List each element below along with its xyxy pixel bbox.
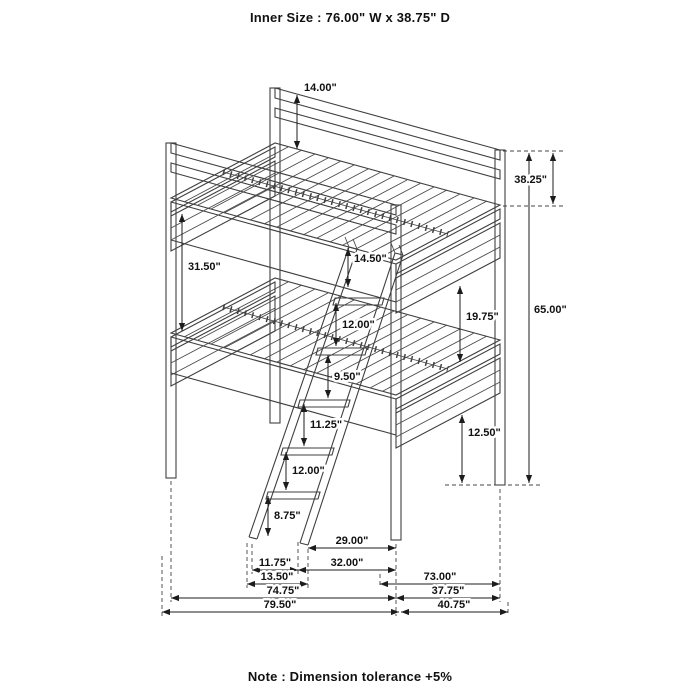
dim-ladder-span: 32.00" (331, 557, 364, 569)
dim-ladder-step-4: 12.00" (292, 465, 325, 477)
inner-size-title: Inner Size : 76.00" W x 38.75" D (249, 10, 451, 25)
dim-length-inner: 73.00" (424, 571, 457, 583)
dim-length-frame: 74.75" (267, 585, 300, 597)
upper-bunk-rails (170, 146, 501, 314)
dim-bunk-clearance-right: 19.75" (466, 311, 499, 323)
upper-bunk-deck (169, 142, 502, 261)
dim-top-bunk-depth: 38.25" (514, 174, 547, 186)
tolerance-note: Note : Dimension tolerance +5% (247, 669, 453, 684)
dim-upper-rail-height: 14.50" (354, 253, 387, 265)
dim-ladder-step-5: 8.75" (274, 510, 301, 522)
post-back-left (269, 87, 281, 424)
dim-ladder-width: 11.75" (259, 557, 291, 569)
dimension-lines (162, 95, 557, 616)
ladder-rung (315, 347, 368, 356)
dim-under-bed-clearance: 12.50" (468, 427, 501, 439)
dim-bunk-clearance-left: 31.50" (188, 261, 221, 273)
ladder (248, 236, 404, 546)
dim-ladder-step-1: 12.00" (342, 319, 375, 331)
bed-frame (165, 87, 506, 541)
dim-length-overall: 79.50" (264, 599, 297, 611)
ladder-rung (265, 491, 321, 500)
ladder-rung (280, 447, 335, 456)
upper-guard-rails (170, 87, 501, 235)
dimension-labels: 14.00" 38.25" 31.50" 14.50" 19.75" 65.00… (186, 80, 570, 614)
dim-ladder-reach: 29.00" (336, 535, 369, 547)
lower-bunk-rails (170, 281, 501, 449)
ladder-rung (332, 297, 385, 306)
dim-ladder-base: 13.50" (261, 571, 294, 583)
post-front-left (165, 142, 177, 479)
dim-depth-frame: 37.75" (432, 585, 465, 597)
dim-ladder-step-2: 9.50" (334, 371, 361, 383)
dim-guard-rail-height: 14.00" (304, 82, 337, 94)
extension-lines (161, 150, 563, 616)
dim-depth-overall: 40.75" (438, 599, 471, 611)
dim-ladder-step-3: 11.25" (310, 419, 342, 431)
ladder-rung (297, 399, 351, 408)
dim-overall-height: 65.00" (534, 304, 567, 316)
